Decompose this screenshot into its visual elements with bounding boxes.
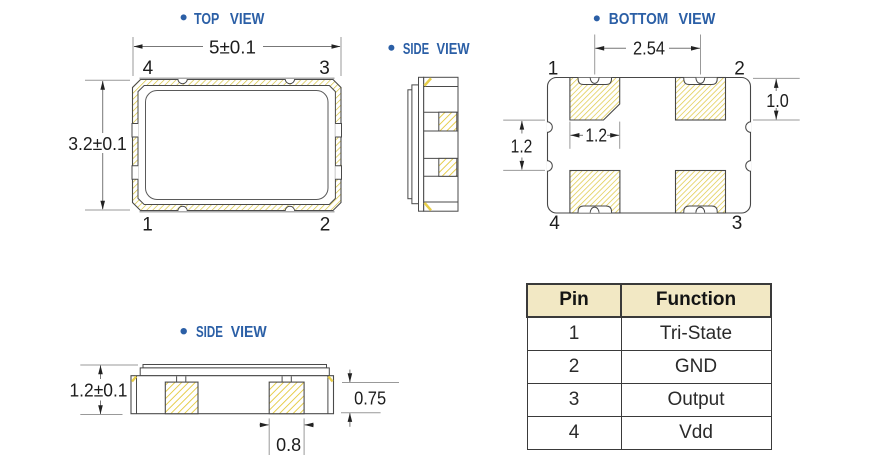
svg-text:3.2±0.1: 3.2±0.1 bbox=[68, 134, 127, 154]
svg-text:1: 1 bbox=[142, 215, 153, 236]
svg-text:BOTTOM: BOTTOM bbox=[609, 11, 669, 28]
svg-text:VIEW: VIEW bbox=[437, 41, 471, 58]
svg-text:1: 1 bbox=[548, 58, 559, 79]
svg-text:1.0: 1.0 bbox=[766, 91, 789, 111]
svg-text:3: 3 bbox=[319, 58, 330, 79]
svg-text:VIEW: VIEW bbox=[679, 11, 717, 28]
svg-text:2: 2 bbox=[320, 215, 331, 236]
svg-text:0.75: 0.75 bbox=[354, 389, 386, 409]
svg-text:SIDE: SIDE bbox=[196, 324, 223, 341]
svg-text:VIEW: VIEW bbox=[231, 324, 268, 341]
svg-text:5±0.1: 5±0.1 bbox=[209, 37, 256, 57]
svg-text:SIDE: SIDE bbox=[403, 41, 430, 58]
svg-text:0.8: 0.8 bbox=[276, 435, 301, 455]
svg-text:1.2±0.1: 1.2±0.1 bbox=[70, 380, 128, 400]
svg-text:VIEW: VIEW bbox=[230, 11, 265, 28]
svg-text:TOP: TOP bbox=[194, 11, 220, 28]
svg-text:2: 2 bbox=[734, 58, 745, 79]
svg-text:4: 4 bbox=[549, 213, 560, 234]
svg-text:4: 4 bbox=[143, 58, 154, 79]
svg-text:3: 3 bbox=[732, 213, 743, 234]
svg-text:1.2: 1.2 bbox=[511, 137, 533, 157]
svg-text:1.2: 1.2 bbox=[585, 126, 607, 146]
svg-text:2.54: 2.54 bbox=[633, 39, 665, 59]
